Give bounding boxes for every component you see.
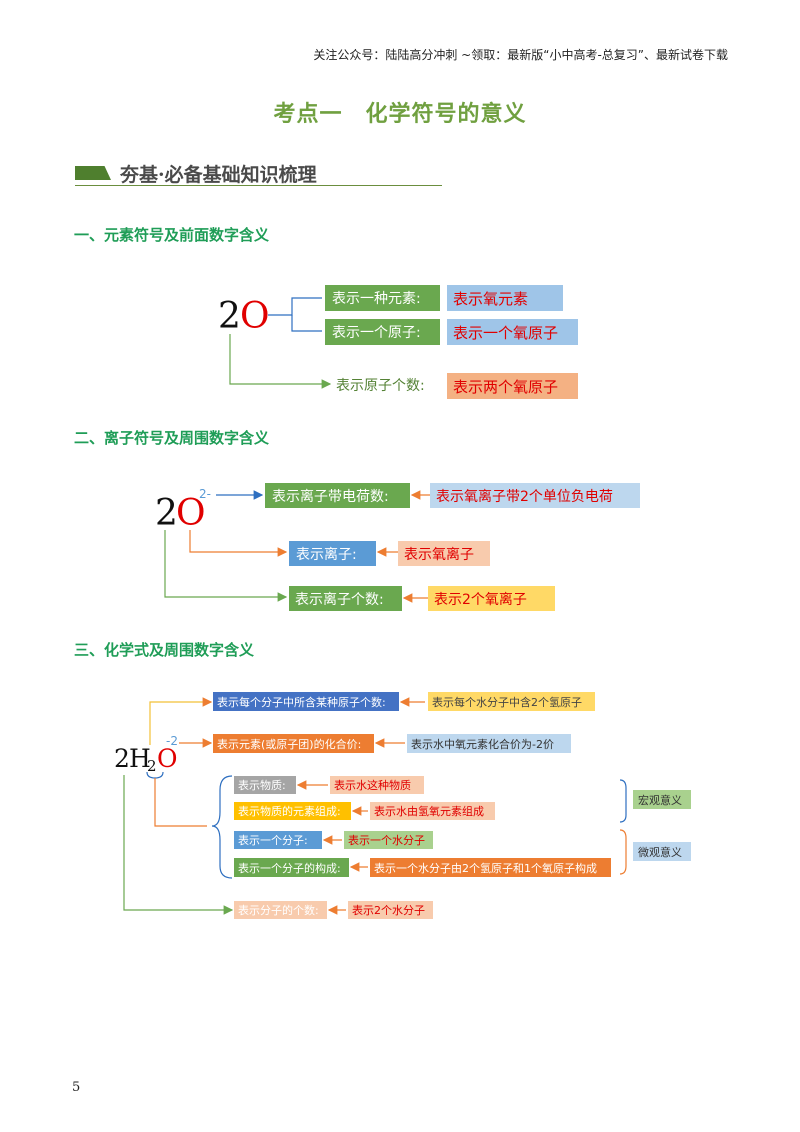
s1-value-count: 表示两个氧原子: [447, 373, 578, 399]
s3-label-one-molecule: 表示一个分子:: [234, 831, 322, 849]
micro-meaning-badge: 微观意义: [633, 842, 691, 861]
s2-value-ion: 表示氧离子: [398, 541, 490, 566]
s3-value-one-molecule: 表示一个水分子: [344, 831, 433, 849]
s3-label-substance: 表示物质:: [234, 776, 296, 794]
s1-value-element: 表示氧元素: [447, 285, 563, 311]
s1-element-symbol: O: [240, 296, 270, 337]
s2-label-ion: 表示离子:: [289, 541, 376, 566]
s3-label-molecule-count: 表示分子的个数:: [234, 901, 327, 919]
s2-label-charge: 表示离子带电荷数:: [265, 483, 410, 508]
s3-label-atoms-per-molecule: 表示每个分子中所含某种原子个数:: [213, 692, 399, 711]
s3-value-atoms-per-molecule: 表示每个水分子中含2个氢原子: [428, 692, 595, 711]
macro-meaning-badge: 宏观意义: [633, 790, 691, 809]
s1-value-atom: 表示一个氧原子: [447, 319, 578, 345]
page-title: 考点一 化学符号的意义: [273, 102, 527, 127]
s2-value-count: 表示2个氧离子: [428, 586, 555, 611]
s1-label-count: 表示原子个数:: [336, 378, 425, 394]
s3-hydrogen: H: [129, 744, 151, 773]
s3-value-valence: 表示水中氧元素化合价为-2价: [407, 734, 571, 753]
s2-coefficient: 2: [155, 493, 178, 534]
section1-heading: 一、元素符号及前面数字含义: [74, 226, 270, 244]
banner-title: 夯基·必备基础知识梳理: [120, 164, 317, 186]
s2-charge: 2-: [199, 487, 211, 501]
header-note: 关注公众号：陆陆高分冲刺 ~领取：最新版“小中高考-总复习”、最新试卷下载: [313, 48, 728, 62]
page-number: 5: [72, 1080, 81, 1095]
s1-label-atom: 表示一个原子:: [325, 319, 440, 345]
s3-value-composition: 表示水由氢氧元素组成: [370, 802, 495, 820]
s3-coefficient: 2: [114, 744, 130, 773]
s3-label-molecule-structure: 表示一个分子的构成:: [234, 858, 349, 877]
banner-divider: [75, 185, 442, 186]
section2-heading: 二、离子符号及周围数字含义: [74, 429, 270, 447]
s3-charge: -2: [166, 734, 178, 748]
s2-label-count: 表示离子个数:: [289, 586, 402, 611]
s3-value-molecule-structure: 表示一个水分子由2个氢原子和1个氧原子构成: [370, 858, 611, 877]
s3-value-molecule-count: 表示2个水分子: [348, 901, 433, 919]
s1-coefficient: 2: [218, 296, 241, 337]
s2-element-symbol: O: [176, 493, 206, 534]
section3-heading: 三、化学式及周围数字含义: [74, 641, 255, 659]
s3-value-substance: 表示水这种物质: [330, 776, 424, 794]
s3-label-valence: 表示元素(或原子团)的化合价:: [213, 734, 374, 753]
s3-oxygen: O: [157, 744, 178, 773]
s2-value-charge: 表示氧离子带2个单位负电荷: [430, 483, 640, 508]
s3-label-composition: 表示物质的元素组成:: [234, 802, 351, 820]
s3-subscript: 2: [147, 757, 157, 775]
s1-label-element: 表示一种元素:: [325, 285, 440, 311]
banner-bar: [75, 166, 111, 180]
